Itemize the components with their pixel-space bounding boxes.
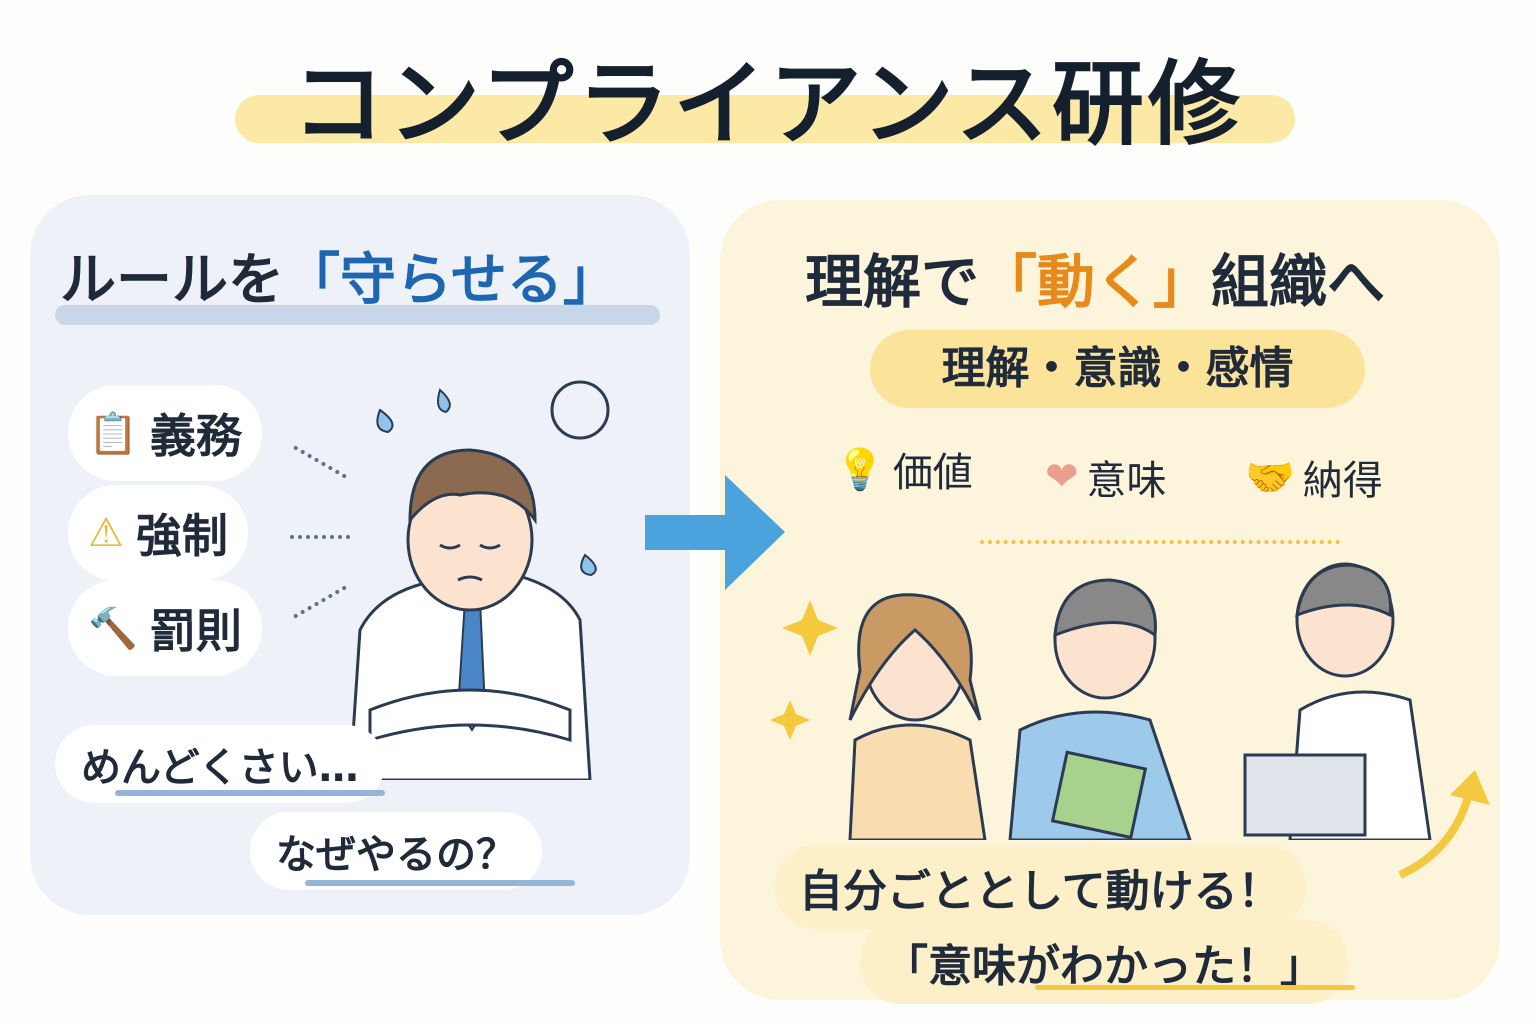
lightbulb-icon: 💡 [835, 446, 885, 493]
underline [115, 790, 385, 796]
value-item: 💡価値 [835, 440, 973, 498]
gavel-icon: 🔨 [88, 605, 138, 652]
speech-bubble-proactive: 自分ごととして動ける！ [775, 845, 1306, 929]
speech-bubble-bother: めんどくさい… [55, 725, 385, 803]
heading-prefix: 理解で [805, 248, 980, 316]
upward-arrow-icon [1398, 770, 1490, 879]
keywords-pill: 理解・意識・感情 [870, 330, 1365, 408]
connector [290, 535, 350, 539]
value-item: 🤝納得 [1245, 448, 1383, 506]
heart-icon: ❤ [1045, 454, 1079, 500]
item-label: 罰則 [149, 604, 242, 658]
title-highlight [235, 95, 1295, 143]
stressed-man-illustration [348, 380, 610, 780]
item-penalty: 🔨罰則 [68, 580, 262, 676]
heading-suffix: 組織へ [1211, 248, 1386, 316]
left-heading: ルールを「守らせる」 [60, 235, 619, 316]
connector [980, 540, 1340, 544]
arrow-right-icon [645, 475, 785, 590]
value-label: 価値 [892, 450, 973, 496]
speech-bubble-why: なぜやるの？ [250, 812, 542, 890]
value-label: 意味 [1086, 458, 1167, 504]
warning-icon: ⚠ [88, 510, 124, 556]
handshake-icon: 🤝 [1245, 454, 1295, 501]
underline [305, 880, 575, 886]
page-title: コンプライアンス研修 [292, 51, 1244, 158]
clipboard-icon: 📋 [88, 410, 138, 457]
item-duty: 📋義務 [68, 385, 262, 481]
item-label: 義務 [149, 409, 242, 463]
value-label: 納得 [1302, 458, 1383, 504]
item-label: 強制 [135, 509, 228, 563]
heading-prefix: ルールを [60, 248, 284, 313]
happy-team-illustration [770, 562, 1432, 840]
value-item: ❤意味 [1045, 448, 1167, 506]
speech-bubble-understood: 「意味がわかった！」 [860, 920, 1348, 1004]
item-force: ⚠強制 [68, 485, 248, 581]
right-heading: 理解で「動く」組織へ [805, 235, 1385, 319]
heading-underline [55, 305, 660, 325]
heading-emphasis: 「動く」 [979, 248, 1212, 316]
underline [1035, 985, 1355, 990]
heading-emphasis: 「守らせる」 [284, 248, 619, 313]
